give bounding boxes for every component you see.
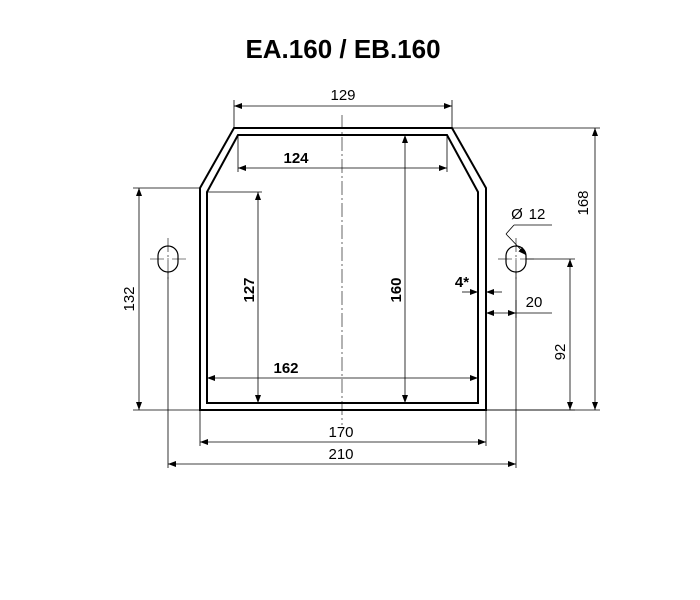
dimension-side-height: 132 bbox=[121, 187, 200, 411]
dim-label-4: 4* bbox=[455, 274, 469, 291]
dim-label-20: 20 bbox=[526, 294, 543, 311]
dimension-inner-height-center: 160 bbox=[388, 135, 408, 403]
dim-label-124: 124 bbox=[283, 150, 309, 167]
outer-profile bbox=[199, 127, 487, 411]
dim-label-12: 12 bbox=[529, 206, 546, 223]
dimension-overall-height: 168 bbox=[452, 127, 600, 411]
dimension-inner-height-left: 127 bbox=[207, 191, 262, 403]
dimension-top-inner-width: 124 bbox=[237, 135, 448, 172]
dim-label-162: 162 bbox=[273, 360, 298, 377]
inner-profile bbox=[206, 134, 479, 404]
dim-label-132: 132 bbox=[121, 286, 138, 311]
dim-label-129: 129 bbox=[330, 87, 355, 104]
dimension-outer-width: 170 bbox=[199, 410, 487, 446]
drawing-title: EA.160 / EB.160 bbox=[245, 34, 440, 64]
dim-label-160: 160 bbox=[388, 277, 405, 302]
dim-label-127: 127 bbox=[241, 277, 258, 302]
dimension-hole-offset: 20 bbox=[485, 294, 552, 318]
dim-label-168: 168 bbox=[575, 190, 592, 215]
dimension-hole-height: 92 bbox=[486, 258, 575, 411]
dimension-top-outer-width: 129 bbox=[233, 87, 453, 128]
dim-label-92: 92 bbox=[552, 344, 569, 361]
dimension-wall-thickness: 4* bbox=[455, 274, 502, 298]
diameter-symbol: Ø bbox=[511, 206, 523, 223]
dimension-inner-width: 162 bbox=[207, 360, 478, 381]
dimension-hole-diameter: Ø 12 bbox=[505, 206, 552, 256]
dim-label-210: 210 bbox=[328, 446, 353, 463]
dim-label-170: 170 bbox=[328, 424, 353, 441]
